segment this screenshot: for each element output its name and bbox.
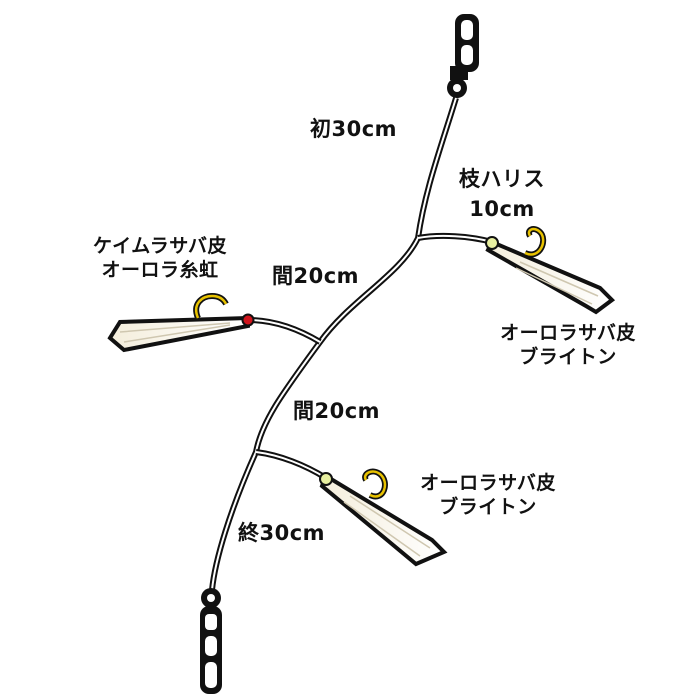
last-length-label: 終30cm — [238, 521, 326, 545]
gap2-label: 間20cm — [293, 399, 381, 423]
upper-lure-line2: ブライトン — [519, 345, 617, 368]
upper-lure-label: オーロラサバ皮 ブライトン — [478, 322, 658, 370]
left-lure-line1: ケイムラサバ皮 — [92, 235, 228, 257]
left-lure-label: ケイムラサバ皮 オーロラ糸虹 — [70, 235, 250, 283]
first-length-label: 初30cm — [310, 117, 398, 141]
lower-lure-label: オーロラサバ皮 ブライトン — [398, 472, 578, 520]
red-bead-icon — [241, 313, 255, 327]
upper-branch — [417, 226, 616, 315]
upper-lure-line1: オーロラサバ皮 — [500, 322, 636, 344]
left-lure-line2: オーロラ糸虹 — [101, 258, 219, 281]
left-branch — [107, 292, 322, 353]
lower-branch — [255, 449, 448, 567]
gap1-label: 間20cm — [272, 264, 360, 288]
yellow-bead-icon — [319, 472, 333, 486]
lower-lure-line1: オーロラサバ皮 — [420, 472, 556, 494]
branch-title-label: 枝ハリス — [459, 167, 545, 191]
yellow-bead-icon — [485, 236, 499, 250]
branch-length-label: 10cm — [469, 197, 535, 221]
lower-lure-line2: ブライトン — [439, 495, 537, 518]
top-swivel-icon — [447, 14, 479, 98]
main-line — [209, 97, 459, 591]
bottom-swivel-icon — [200, 588, 222, 694]
